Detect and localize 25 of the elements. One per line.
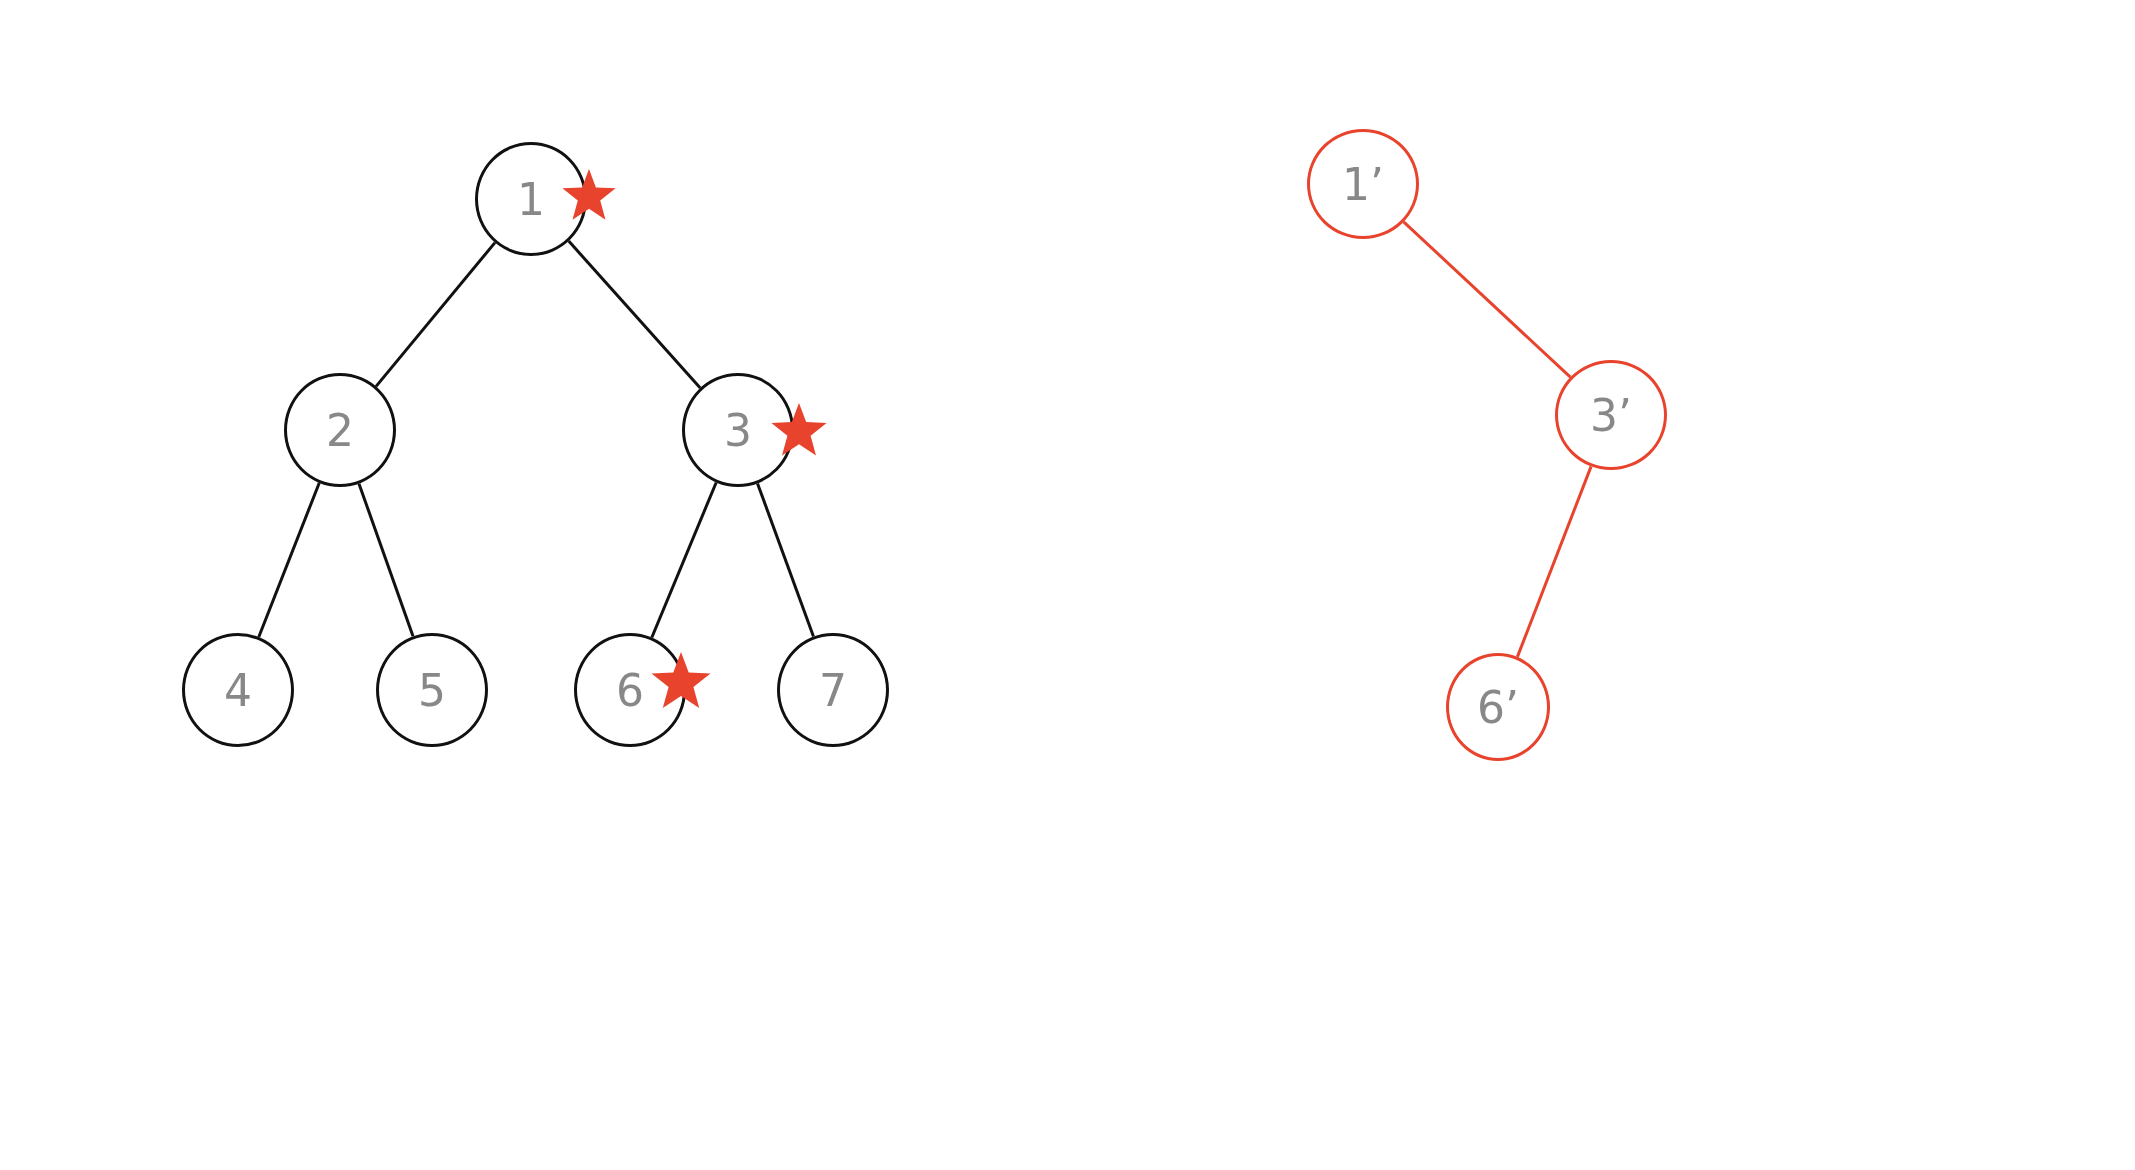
node-label: 5 bbox=[418, 664, 446, 716]
node-label: 3 bbox=[724, 404, 752, 456]
tree-node-circle bbox=[1555, 360, 1667, 470]
tree-edge bbox=[357, 483, 415, 637]
node-label: 7 bbox=[819, 664, 847, 716]
node-label: 3’ bbox=[1590, 389, 1632, 441]
tree-edge bbox=[374, 241, 497, 388]
tree-edge bbox=[257, 482, 321, 638]
node-label: 2 bbox=[326, 404, 354, 456]
node-label: 6 bbox=[616, 664, 644, 716]
tree-node-circle bbox=[376, 633, 488, 747]
tree-node-circle bbox=[284, 373, 396, 487]
node-label: 1’ bbox=[1342, 158, 1384, 210]
tree-node-circle bbox=[1307, 129, 1419, 239]
tree-edge bbox=[650, 481, 718, 639]
tree-edge bbox=[1402, 220, 1572, 379]
tree-node-circle bbox=[1446, 653, 1550, 761]
tree-edge bbox=[567, 240, 702, 389]
tree-edge bbox=[756, 482, 815, 638]
tree-node-circle bbox=[182, 633, 294, 747]
node-label: 4 bbox=[224, 664, 252, 716]
node-label: 1 bbox=[517, 173, 545, 225]
node-label: 6’ bbox=[1477, 681, 1519, 733]
tree-node-circle bbox=[777, 633, 889, 747]
tree-edge bbox=[1516, 465, 1593, 658]
